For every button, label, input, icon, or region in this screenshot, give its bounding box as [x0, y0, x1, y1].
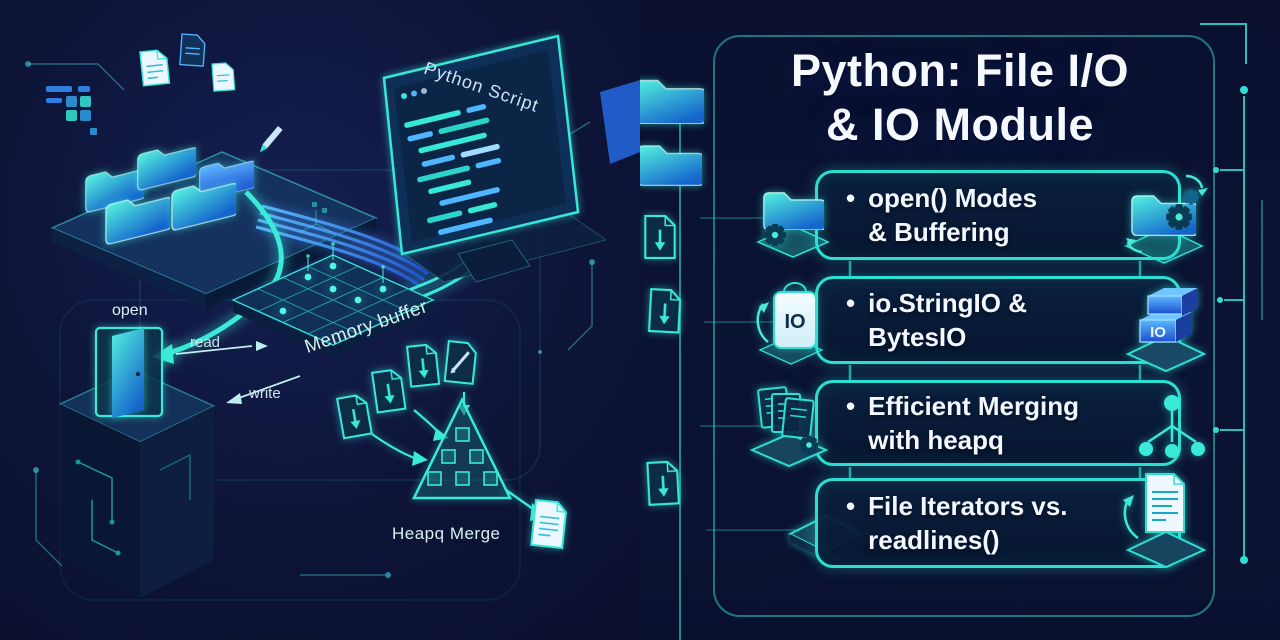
item1-line1: open() Modes	[868, 183, 1038, 213]
write-label: write	[249, 385, 281, 402]
pixel-squares-decoration	[66, 96, 97, 135]
left-illustration-panel: Python Script Memory buffer open read wr…	[0, 0, 640, 640]
document-stack-gear-icon	[749, 386, 829, 468]
blue-dash-decoration	[46, 86, 90, 103]
page-title-line1: Python: File I/O	[790, 45, 1129, 96]
document-download-icon	[646, 460, 681, 506]
document-download-icon	[336, 392, 373, 440]
list-item-open-modes: • open() Modes & Buffering	[815, 170, 1181, 260]
list-item-stringio-bytesio: • io.StringIO & BytesIO	[815, 276, 1181, 364]
memory-buffer-grid-icon	[231, 202, 435, 357]
circuit-trace-decoration	[25, 61, 595, 578]
page-title: Python: File I/O & IO Module	[680, 44, 1240, 152]
item2-line2: BytesIO	[868, 322, 967, 352]
document-download-icon	[371, 367, 407, 414]
io-blocks-stack-icon: IO	[1125, 288, 1207, 372]
right-list-panel: Python: File I/O & IO Module • open() Mo…	[640, 0, 1280, 640]
item3-line1: Efficient Merging	[868, 391, 1080, 421]
python-script-monitor-icon	[382, 34, 608, 283]
list-item-heapq-merging: • Efficient Merging with heapq	[815, 380, 1181, 466]
item3-line2: with heapq	[868, 425, 1004, 455]
stringio-tag-icon: IO	[756, 282, 824, 365]
merge-tree-icon	[1139, 395, 1205, 458]
file-icon	[179, 33, 206, 67]
document-download-icon	[644, 215, 676, 259]
svg-text:IO: IO	[784, 311, 805, 333]
document-lines-arrow-icon	[1123, 473, 1207, 569]
item2-line1: io.StringIO &	[868, 288, 1027, 318]
folder-gear-icon	[756, 192, 830, 258]
item4-line2: readlines()	[868, 525, 1000, 555]
file-icon	[139, 49, 171, 87]
item4-line1: File Iterators vs.	[868, 491, 1068, 521]
left-illustration-art	[25, 33, 640, 601]
page-title-line2: & IO Module	[826, 99, 1094, 150]
document-edit-icon	[443, 340, 477, 385]
document-download-icon	[647, 288, 682, 334]
read-label: read	[190, 334, 221, 351]
item1-line2: & Buffering	[868, 217, 1010, 247]
pencil-icon	[259, 126, 283, 153]
floating-files	[66, 33, 283, 153]
output-document-icon	[530, 498, 567, 550]
bullet: •	[846, 491, 856, 521]
list-item-file-iterators: • File Iterators vs. readlines()	[815, 478, 1181, 568]
heapq-merge-label: Heapq Merge	[392, 524, 501, 543]
folder-stack-icon	[50, 139, 378, 308]
document-download-icon	[406, 342, 441, 388]
bullet: •	[846, 288, 856, 318]
code-lines	[404, 103, 502, 235]
svg-text:IO: IO	[1150, 324, 1166, 341]
folder-sync-gears-icon	[1124, 174, 1208, 264]
bullet: •	[846, 391, 856, 421]
merge-pyramid-icon	[336, 340, 567, 550]
bullet: •	[846, 183, 856, 213]
door-open-icon	[94, 326, 164, 418]
open-label: open	[112, 302, 148, 319]
file-icon	[211, 62, 236, 92]
blue-card-decoration	[600, 80, 640, 164]
